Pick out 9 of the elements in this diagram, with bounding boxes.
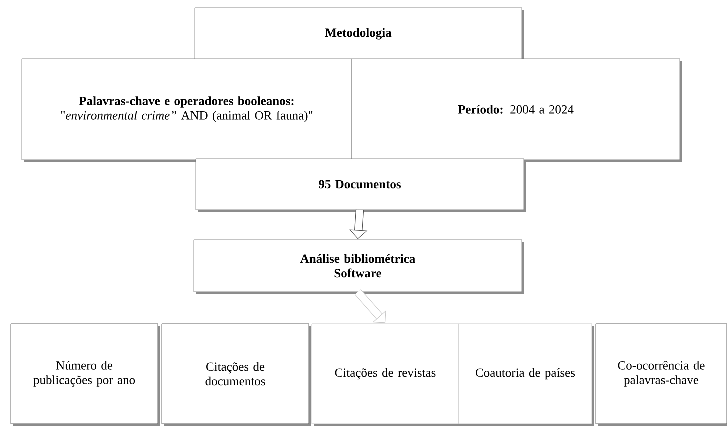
process-box: Análise bibliométrica Software <box>194 240 524 294</box>
process-box: 95 Documentos <box>196 158 526 212</box>
process-box: Citações de documentos <box>162 324 311 426</box>
process-box: Número de publicações por ano <box>10 324 160 426</box>
process-box: Co-ocorrência de palavras-chave <box>596 324 727 426</box>
block-arrow <box>354 289 386 324</box>
process-box: Metodologia <box>194 8 524 62</box>
process-box: Coautoria de países <box>458 324 594 426</box>
process-box: Citações de revistas <box>312 324 461 426</box>
